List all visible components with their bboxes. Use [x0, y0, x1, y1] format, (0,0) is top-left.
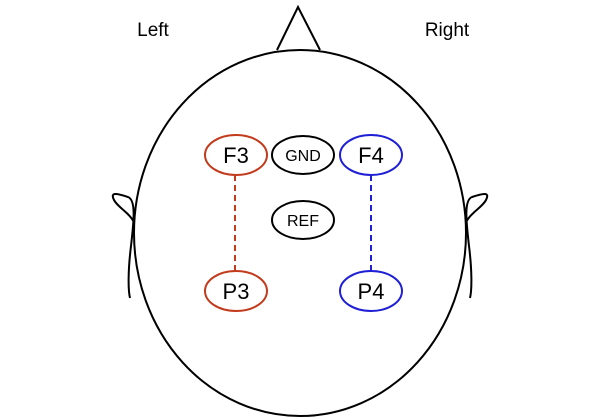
- electrode-f3: F3: [204, 134, 268, 176]
- electrode-p3: P3: [204, 270, 268, 312]
- left-label: Left: [137, 20, 169, 41]
- left-ear-outline: [111, 193, 137, 299]
- right-ear-outline: [463, 193, 489, 299]
- right-label: Right: [425, 20, 470, 41]
- electrode-ref-label: REF: [287, 213, 319, 230]
- electrode-p4-label: P4: [358, 279, 385, 304]
- electrode-gnd-label: GND: [285, 148, 321, 165]
- electrode-ref: REF: [271, 200, 335, 240]
- electrode-f4-label: F4: [358, 143, 384, 168]
- electrode-f3-label: F3: [223, 143, 249, 168]
- electrode-f4: F4: [339, 134, 403, 176]
- nose-outline: [276, 4, 321, 51]
- electrode-p4: P4: [339, 270, 403, 312]
- electrode-gnd: GND: [271, 135, 335, 175]
- electrode-p3-label: P3: [223, 279, 250, 304]
